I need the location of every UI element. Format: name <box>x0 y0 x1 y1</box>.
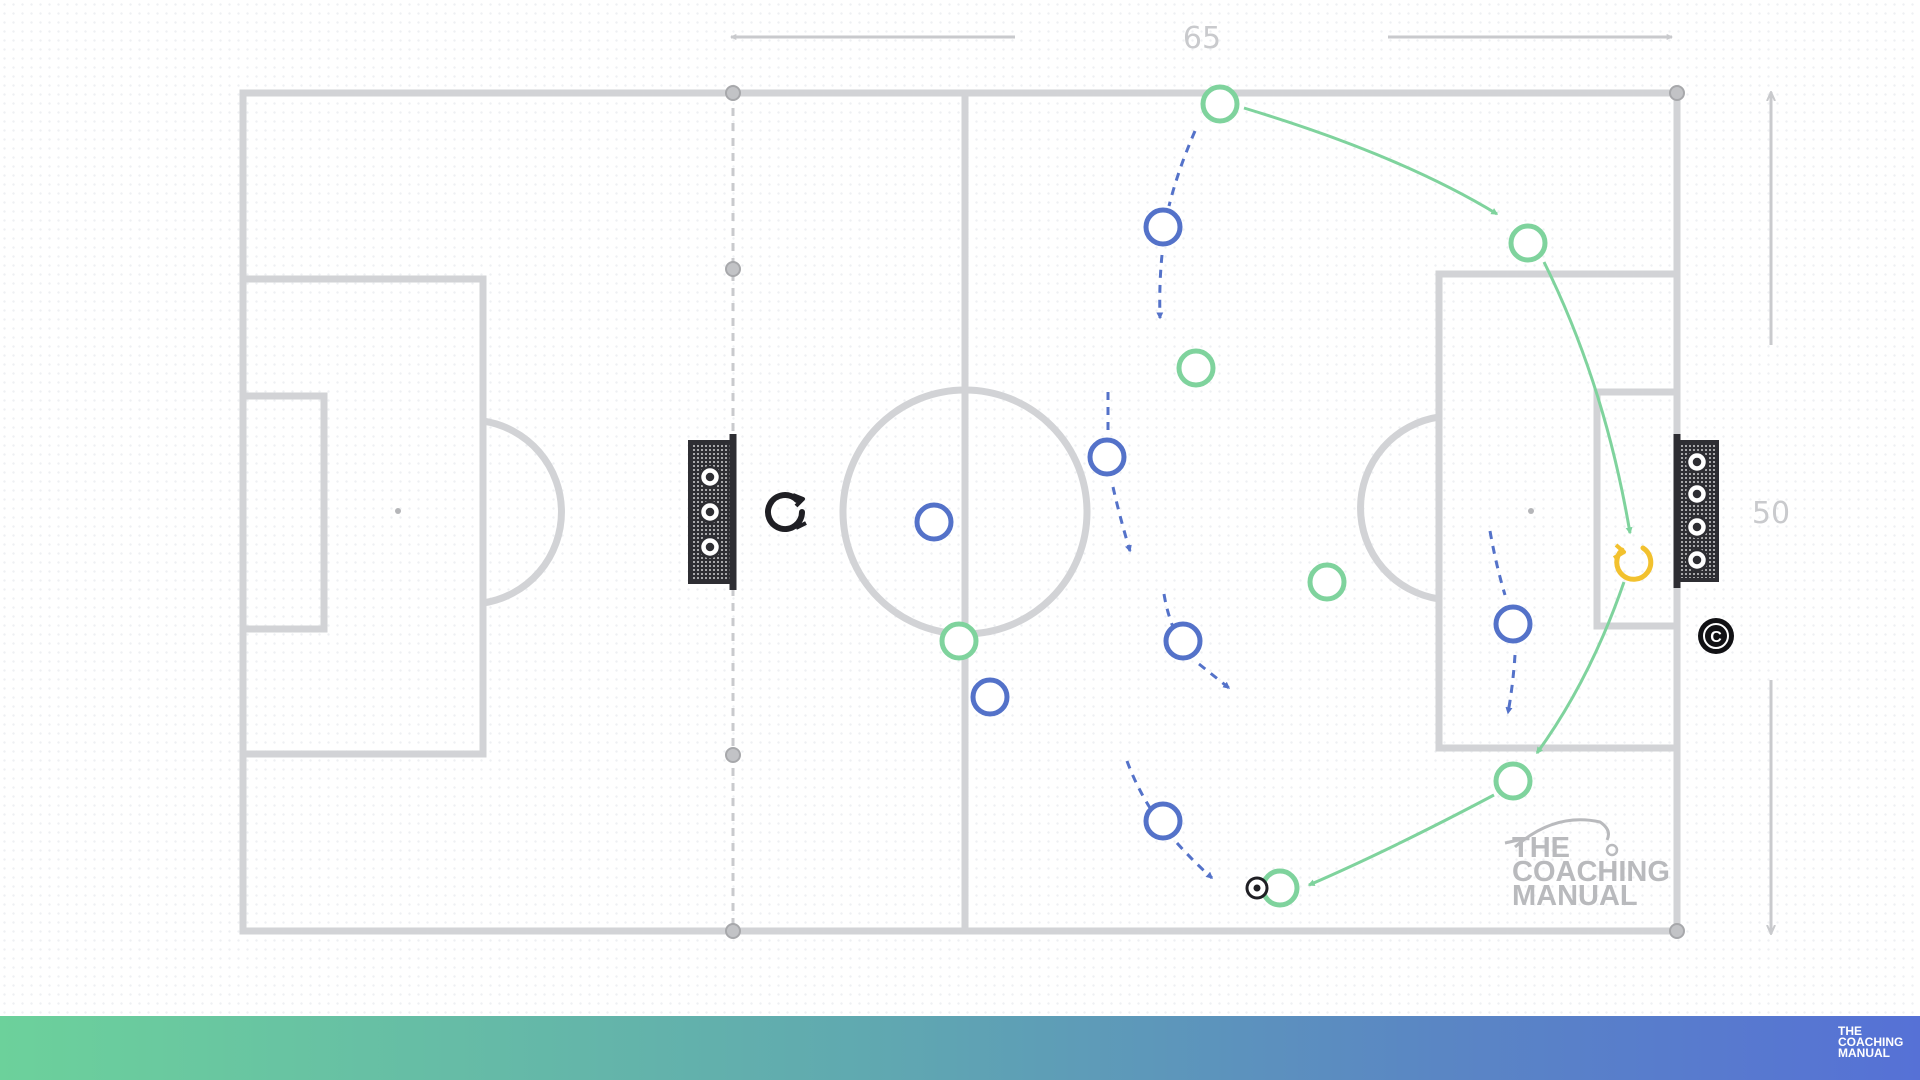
run-arrow <box>1488 530 1507 596</box>
run-arrow <box>1505 654 1517 715</box>
run-arrow <box>1175 841 1214 880</box>
team-blue <box>914 207 1533 841</box>
left-penalty-spot <box>395 508 401 514</box>
coach-icon[interactable] <box>765 492 807 533</box>
cone-icon <box>725 261 741 277</box>
cone-icon <box>725 923 741 939</box>
player-green[interactable] <box>1493 761 1533 801</box>
mini-goal-left <box>688 434 737 590</box>
left-penalty-area <box>239 275 487 758</box>
player-blue[interactable] <box>914 502 954 542</box>
run-arrow <box>1111 486 1132 553</box>
footer-logo-line-1: THE <box>1838 1024 1862 1038</box>
pass-arrow <box>1243 106 1499 216</box>
pass-arrow <box>1535 581 1626 755</box>
footer-logo-line-3: MANUAL <box>1838 1046 1890 1060</box>
watermark-line-2: COACHING <box>1512 856 1670 888</box>
left-goal-area <box>239 392 328 633</box>
footer-logo: THE COACHING MANUAL <box>1838 1024 1910 1060</box>
player-green[interactable] <box>1176 348 1216 388</box>
right-goal-area <box>1593 388 1681 630</box>
ball-stack <box>698 465 722 559</box>
footer-bar: THE COACHING MANUAL <box>0 1016 1920 1080</box>
pass-arrows <box>1243 106 1633 887</box>
pass-arrow <box>1542 261 1633 535</box>
length-dimension: 65 <box>731 21 1672 56</box>
left-penalty-arc <box>482 417 565 607</box>
player-green[interactable] <box>1307 562 1347 602</box>
length-label: 65 <box>1183 21 1221 56</box>
watermark-logo: THE COACHING MANUAL <box>1504 818 1670 912</box>
run-arrow <box>1198 662 1231 690</box>
run-arrow <box>1162 593 1175 628</box>
pitch <box>239 89 1681 935</box>
cone-icon <box>725 85 741 101</box>
ball-stack <box>1685 450 1709 572</box>
cone-icon <box>725 747 741 763</box>
coach-badge[interactable]: C <box>1698 618 1734 654</box>
player-green[interactable] <box>1200 84 1240 124</box>
pass-arrow <box>1307 793 1495 887</box>
player-blue[interactable] <box>970 677 1010 717</box>
logo-swoosh-icon <box>1514 818 1610 849</box>
ball-icon[interactable] <box>1245 876 1269 900</box>
cone-icon <box>1669 85 1685 101</box>
player-blue[interactable] <box>1143 801 1183 841</box>
right-penalty-arc <box>1357 413 1440 603</box>
player-blue[interactable] <box>1143 207 1183 247</box>
coach-label: C <box>1710 629 1722 646</box>
player-blue[interactable] <box>1087 437 1127 477</box>
run-arrow <box>1156 254 1164 320</box>
cone-icon <box>1669 923 1685 939</box>
right-penalty-area <box>1435 270 1681 752</box>
footer-logo-line-2: COACHING <box>1838 1035 1904 1049</box>
player-green[interactable] <box>939 621 979 661</box>
player-blue[interactable] <box>1493 604 1533 644</box>
width-dimension: 50 <box>1752 92 1790 934</box>
team-green <box>939 84 1548 908</box>
mini-goal-right <box>1673 434 1719 588</box>
cones <box>725 85 1685 939</box>
watermark-line-3: MANUAL <box>1512 880 1638 912</box>
run-arrow <box>1167 130 1197 207</box>
watermark-line-1: THE <box>1512 832 1570 864</box>
run-arrow <box>1125 760 1154 812</box>
pitch-boundary <box>239 89 1681 935</box>
width-label: 50 <box>1752 496 1790 531</box>
player-blue[interactable] <box>1163 621 1203 661</box>
player-green[interactable] <box>1508 223 1548 263</box>
rotate-icon[interactable] <box>1612 543 1654 582</box>
right-penalty-spot <box>1528 508 1534 514</box>
